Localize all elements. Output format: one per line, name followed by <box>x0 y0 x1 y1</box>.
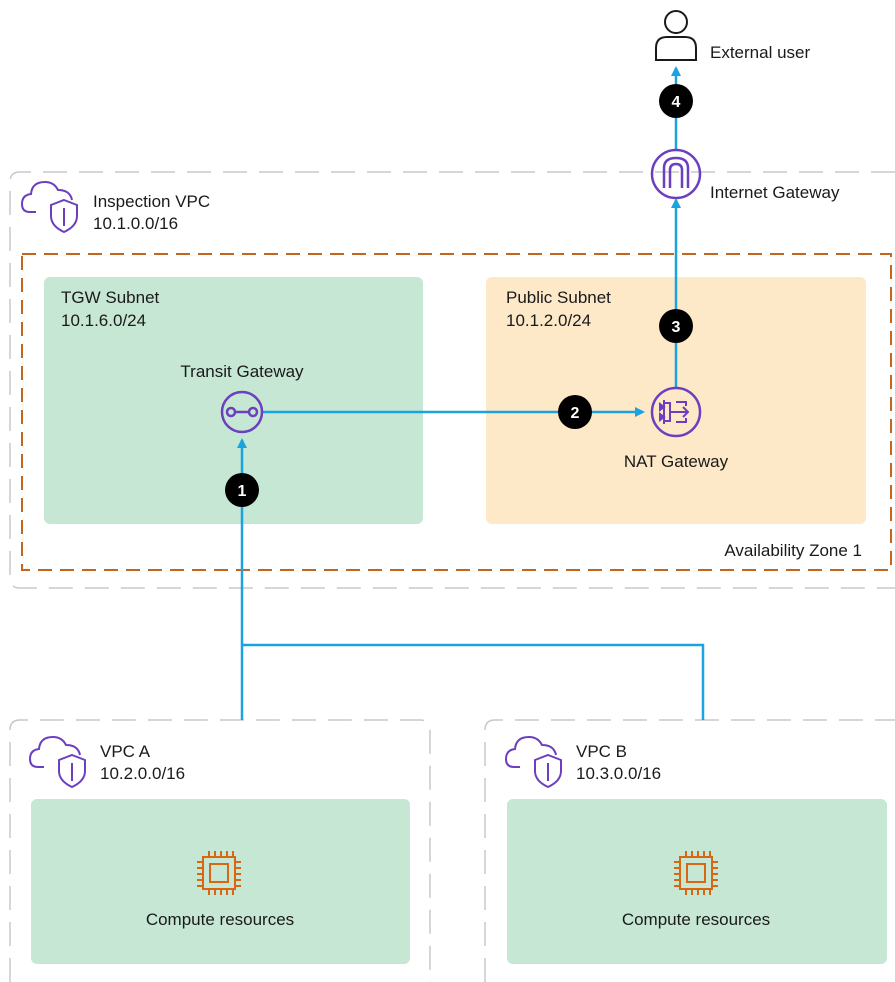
nat-gateway-icon <box>650 386 702 438</box>
availability-zone-label: Availability Zone 1 <box>724 541 862 560</box>
vpc-b-name: VPC B <box>576 742 627 761</box>
step-number-3: 3 <box>672 319 681 336</box>
tgw-subnet-cidr: 10.1.6.0/24 <box>61 311 146 330</box>
vpc-b-cidr: 10.3.0.0/16 <box>576 764 661 783</box>
internet-gateway-label: Internet Gateway <box>710 183 840 202</box>
availability-zone-boundary <box>21 253 892 571</box>
step-badge-1: 1 <box>225 473 259 507</box>
step-badge-2: 2 <box>558 395 592 429</box>
inspection-vpc-cloud-shield-icon <box>20 180 78 234</box>
step-number-4: 4 <box>672 94 681 111</box>
flow-vpc-b-to-tgw <box>242 643 705 720</box>
step-number-1: 1 <box>238 483 247 500</box>
tgw-subnet-name: TGW Subnet <box>61 288 160 307</box>
public-subnet-name: Public Subnet <box>506 288 611 307</box>
step-badge-4: 4 <box>659 84 693 118</box>
step-badge-3: 3 <box>659 309 693 343</box>
public-subnet-cidr: 10.1.2.0/24 <box>506 311 591 330</box>
step-number-2: 2 <box>571 405 580 422</box>
vpc-b-cloud-shield-icon <box>504 735 562 789</box>
user-icon <box>655 10 697 61</box>
inspection-vpc-cidr: 10.1.0.0/16 <box>93 214 178 233</box>
transit-gateway-icon <box>220 390 264 434</box>
vpc-a-compute-label: Compute resources <box>146 910 294 929</box>
vpc-a-name: VPC A <box>100 742 151 761</box>
internet-gateway-icon <box>650 148 702 200</box>
vpc-b-compute-chip-icon <box>674 851 718 895</box>
vpc-a-cidr: 10.2.0.0/16 <box>100 764 185 783</box>
transit-gateway-label: Transit Gateway <box>180 362 304 381</box>
external-user-label: External user <box>710 43 810 62</box>
inspection-vpc-boundary <box>9 171 895 589</box>
vpc-a-cloud-shield-icon <box>28 735 86 789</box>
vpc-b-boundary <box>484 719 895 982</box>
inspection-vpc-name: Inspection VPC <box>93 192 210 211</box>
nat-gateway-label: NAT Gateway <box>624 452 729 471</box>
vpc-a-boundary <box>9 719 431 982</box>
vpc-a-compute-chip-icon <box>197 851 241 895</box>
vpc-b-compute-label: Compute resources <box>622 910 770 929</box>
